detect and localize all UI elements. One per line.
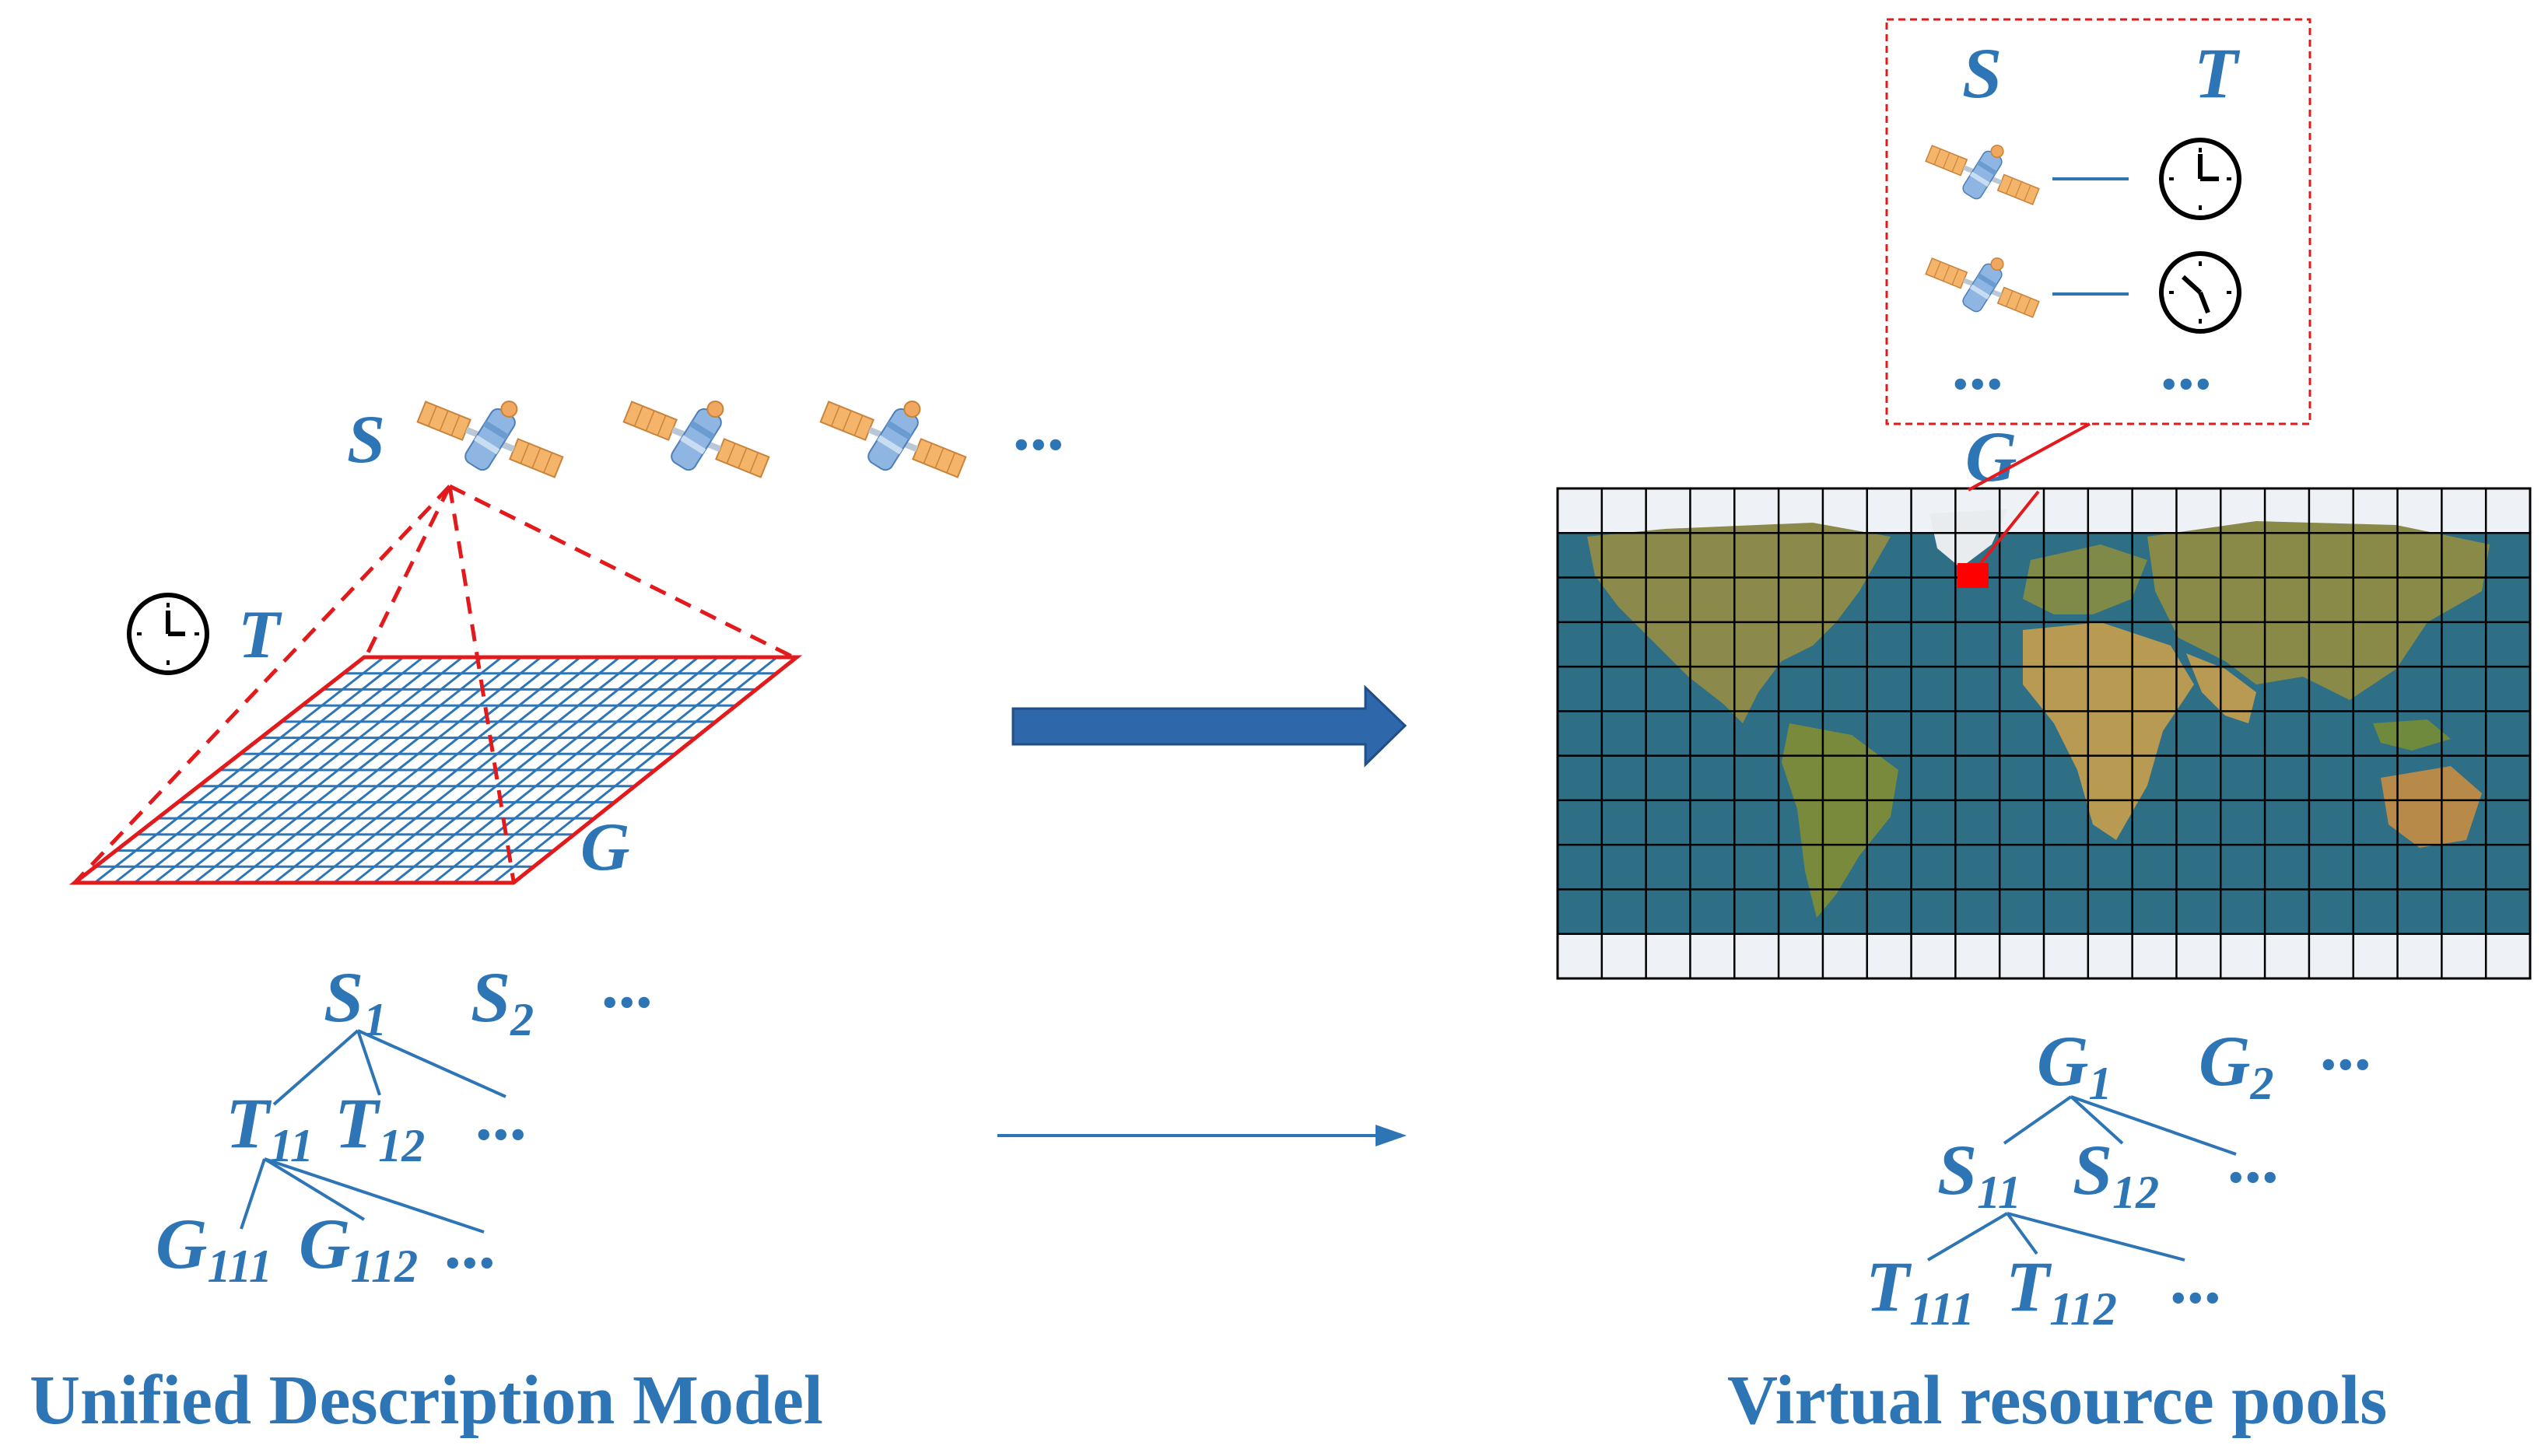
leader-line-upper [1968,422,2091,492]
right-tree-root: G1 [2037,1021,2112,1109]
big-arrow [1011,684,1407,768]
svg-text:S12: S12 [2073,1130,2159,1218]
right-caption: Virtual resource pools [1727,1362,2387,1439]
left-tree-level2-0: T11 [226,1083,314,1171]
selected-grid-cell [1957,563,1989,588]
left-g-label: G [580,810,630,885]
ground-grid [68,655,803,885]
clock-icon [2161,140,2239,218]
right-tree-edges [1926,1095,2237,1262]
svg-text:G112: G112 [299,1204,418,1292]
right-panel: S T ... ... G [1556,18,2532,1439]
right-tree-sibling: G2 [2199,1021,2273,1109]
left-tree-level2-ellipsis: ... [478,1080,529,1155]
svg-text:T112: T112 [2006,1247,2117,1335]
left-tree-level2-1: T12 [335,1083,425,1171]
left-satellite-row: ... [416,390,1067,478]
map-grid [1558,488,2530,978]
left-tree-level3-ellipsis: ... [447,1208,498,1283]
right-hierarchy-tree: G1 G2 ... S11 S12 ... T111 T112 ... [1866,1010,2374,1335]
right-tree-level2-0: S11 [1937,1130,2021,1218]
left-tree-root-ellipsis: ... [604,947,655,1023]
middle-arrows [997,684,1407,1146]
left-tree-sibling: S2 [471,957,534,1045]
svg-text:G111: G111 [156,1204,272,1292]
left-satellite-ellipsis: ... [1015,390,1067,465]
right-g-label: G [1965,417,2017,496]
right-tree-level3-1: T112 [2006,1247,2117,1335]
clock-icon [2161,254,2239,331]
svg-text:G2: G2 [2199,1021,2273,1109]
leader-line [1971,490,2040,576]
left-hierarchy-tree: S1 S2 ... T11 T12 ... G111 G112 ... [156,947,655,1292]
svg-text:T111: T111 [1866,1247,1975,1335]
left-tree-level3-1: G112 [299,1204,418,1292]
right-tree-level3-0: T111 [1866,1247,1975,1335]
svg-text:S2: S2 [471,957,534,1045]
left-t-label: T [238,597,282,673]
grid-border [68,655,803,885]
left-panel: S ... T G [30,390,1067,1439]
satellite-icon [1925,253,2040,318]
right-tree-root-ellipsis: ... [2322,1010,2374,1085]
thin-arrow [997,1125,1407,1146]
satellite-icon [1925,140,2040,205]
box-s-ellipsis: ... [1954,329,2006,404]
satellite-icon [819,394,967,478]
clock-icon [129,595,207,673]
resource-detail-box [1885,18,2311,425]
left-tree-edges [240,1029,506,1234]
svg-text:T11: T11 [226,1083,314,1171]
svg-text:S11: S11 [1937,1130,2021,1218]
right-tree-level2-1: S12 [2073,1130,2159,1218]
svg-text:G1: G1 [2037,1021,2112,1109]
satellite-icon [416,394,564,478]
left-tree-level3-0: G111 [156,1204,272,1292]
projection-lines [73,484,798,884]
left-tree-root: S1 [324,957,387,1045]
world-map [1556,487,2532,980]
svg-text:S1: S1 [324,957,387,1045]
left-s-label: S [347,402,385,478]
left-caption: Unified Description Model [30,1362,823,1439]
box-t-header: T [2194,33,2241,113]
right-tree-level2-ellipsis: ... [2230,1122,2281,1198]
box-t-ellipsis: ... [2163,329,2214,404]
right-tree-level3-ellipsis: ... [2172,1243,2224,1318]
svg-text:T12: T12 [335,1083,425,1171]
box-s-header: S [1962,33,2002,113]
satellite-icon [622,394,770,478]
